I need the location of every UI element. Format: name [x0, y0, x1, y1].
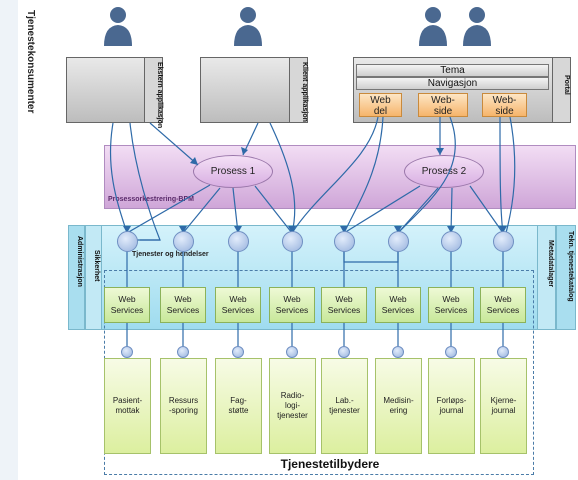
providers-label: Tjenestetilbydere [280, 457, 380, 471]
portal-webpart: Web del [359, 93, 402, 117]
provider-patient-intake: Pasient- mottak [104, 358, 151, 454]
ws-label-line1: Web [389, 294, 407, 304]
metadata-strip [537, 225, 556, 330]
person-icon [463, 7, 491, 46]
service-node [282, 231, 303, 252]
ws-label-line1: Web [118, 294, 136, 304]
ws-label-line1: Web [494, 294, 512, 304]
portal-webpage-1: Web- side [418, 93, 468, 117]
provider-node [232, 346, 244, 358]
process-2: Prosess 2 [404, 155, 484, 188]
administration-strip [68, 225, 85, 330]
external-application-label-strip [144, 57, 163, 123]
client-application-label-strip [289, 57, 308, 123]
ws-label-line1: Web [442, 294, 460, 304]
provider-node [392, 346, 404, 358]
provider-care-pathway: Forløps- journal [428, 358, 475, 454]
process-orchestration-label: Prosessorkestrering-BPM [108, 196, 194, 203]
ws-label-line1: Web [174, 294, 192, 304]
person-icon [234, 7, 262, 46]
service-node [388, 231, 409, 252]
catalog-strip [556, 225, 576, 330]
portal-navigation-bar: Navigasjon [356, 77, 549, 90]
provider-radiology: Radio- logi- tjenester [269, 358, 316, 454]
service-node [228, 231, 249, 252]
security-strip [85, 225, 102, 330]
ws-label-line2: Services [434, 305, 468, 315]
ws-label-line2: Services [327, 305, 361, 315]
service-node [493, 231, 514, 252]
ws-label-line1: Web [229, 294, 247, 304]
provider-node [286, 346, 298, 358]
provider-node [338, 346, 350, 358]
provider-resource-tracking: Ressurs -sporing [160, 358, 207, 454]
provider-core-record: Kjerne- journal [480, 358, 527, 454]
provider-medication: Medisin- ering [375, 358, 422, 454]
portal-label-strip [552, 57, 571, 123]
service-node [334, 231, 355, 252]
portal-theme-bar: Tema [356, 64, 549, 77]
provider-node [121, 346, 133, 358]
provider-node [177, 346, 189, 358]
ws-label-line2: Services [275, 305, 309, 315]
ws-label-line2: Services [221, 305, 255, 315]
provider-node [445, 346, 457, 358]
ws-label-line1: Web [335, 294, 353, 304]
service-node [117, 231, 138, 252]
service-node [441, 231, 462, 252]
provider-lab: Lab.- tjenester [321, 358, 368, 454]
provider-clinical-support: Fag- støtte [215, 358, 262, 454]
ws-label-line2: Services [381, 305, 415, 315]
person-icon [419, 7, 447, 46]
person-icon [104, 7, 132, 46]
ws-label-line2: Services [486, 305, 520, 315]
service-node [173, 231, 194, 252]
process-1: Prosess 1 [193, 155, 273, 188]
portal-webpage-2: Web- side [482, 93, 527, 117]
provider-node [497, 346, 509, 358]
ws-label-line2: Services [110, 305, 144, 315]
ws-label-line1: Web [283, 294, 301, 304]
ws-label-line2: Services [166, 305, 200, 315]
services-events-label: Tjenester og hendelser [132, 251, 209, 258]
